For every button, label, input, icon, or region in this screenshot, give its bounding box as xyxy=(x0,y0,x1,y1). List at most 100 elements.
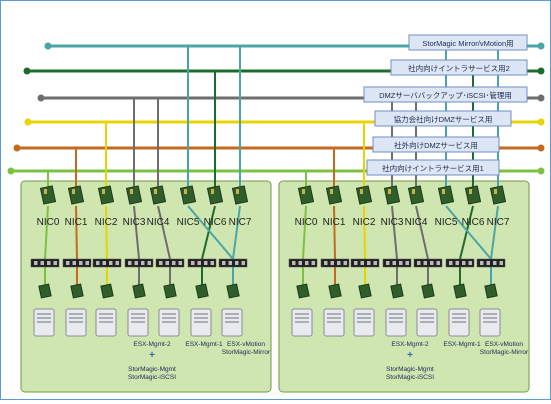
switch-port xyxy=(423,261,427,265)
nic-label: NIC2 xyxy=(353,217,376,228)
network-bus-endpoint xyxy=(537,144,545,152)
nic-switch-wire xyxy=(459,205,474,260)
nic-switch-wire xyxy=(187,205,234,260)
network-bus-endpoint xyxy=(537,94,545,102)
server-slot xyxy=(162,313,176,315)
network-label: 社内向けイントラサービス用2 xyxy=(408,63,510,73)
switch-port xyxy=(367,261,371,265)
nic-switch-wire xyxy=(75,205,78,260)
virtual-switch xyxy=(30,258,60,268)
network-label: DMZサーババックアップ･iSCSI･管理用 xyxy=(379,90,512,100)
switch-port xyxy=(79,261,83,265)
nic-label: NIC1 xyxy=(65,217,88,228)
virtual-switch xyxy=(288,258,318,268)
nic-label: NIC7 xyxy=(229,217,252,228)
nic-card xyxy=(297,185,315,205)
nic-chip xyxy=(211,189,214,194)
switch-port xyxy=(354,261,358,265)
nic-label: NIC0 xyxy=(37,217,60,228)
vnic-card xyxy=(38,283,52,299)
switch-port xyxy=(222,261,226,265)
vm-label-vmotion: ESX-vMotion xyxy=(227,341,265,348)
switch-port xyxy=(128,261,132,265)
switch-port xyxy=(134,261,138,265)
server-slot xyxy=(357,321,371,323)
nic-chip xyxy=(72,189,75,194)
switch-port xyxy=(386,261,390,265)
nic-switch-wire xyxy=(363,205,366,260)
server-slot xyxy=(37,321,51,323)
server-slot xyxy=(357,317,371,319)
switch-port xyxy=(85,261,89,265)
nic-switch-wire xyxy=(445,205,492,260)
network-label-box xyxy=(372,136,500,153)
server-slot xyxy=(357,313,371,315)
server-slot xyxy=(131,321,145,323)
server-slot xyxy=(483,313,497,315)
switch-port xyxy=(462,261,466,265)
network-bus-endpoint xyxy=(37,94,45,102)
nic-card xyxy=(206,185,224,205)
nic-chip xyxy=(330,189,333,194)
vnic-card xyxy=(453,283,467,299)
vnic-card xyxy=(328,283,342,299)
vnic-card xyxy=(421,283,435,299)
switch-port xyxy=(47,261,51,265)
vm-label-mgmt1: ESX-Mgmt-1 xyxy=(443,341,481,348)
network-bus-endpoint xyxy=(537,167,545,175)
virtual-switch xyxy=(124,258,154,268)
nic-chip xyxy=(102,189,105,194)
nic-switch-wire xyxy=(232,205,241,260)
server-slot xyxy=(295,317,309,319)
switch-port xyxy=(360,261,364,265)
switch-port xyxy=(486,261,490,265)
nic-switch-wire xyxy=(105,205,108,260)
server-slot xyxy=(225,321,239,323)
nic-card xyxy=(489,185,507,205)
server-slot xyxy=(37,317,51,319)
nic-card xyxy=(149,185,167,205)
vnic-card xyxy=(163,283,177,299)
switch-port xyxy=(96,261,100,265)
network-label-box xyxy=(408,34,528,51)
nic-card xyxy=(464,185,482,205)
server-slot xyxy=(327,313,341,315)
vnic-card xyxy=(132,283,146,299)
vm-label-mgmt1: ESX-Mgmt-1 xyxy=(185,341,223,348)
vm-label-stormagic-iscsi: StorMagic-iSCSI xyxy=(128,374,176,381)
switch-port xyxy=(405,261,409,265)
nic-chip xyxy=(130,189,133,194)
switch-port xyxy=(337,261,341,265)
network-bus-endpoint xyxy=(24,118,32,126)
nic-label: NIC1 xyxy=(323,217,346,228)
vm-label-mirror: StorMagic-Mirror xyxy=(222,349,271,356)
nic-card xyxy=(179,185,197,205)
switch-port xyxy=(141,261,145,265)
switch-port xyxy=(172,261,176,265)
server-slot xyxy=(194,321,208,323)
server-slot xyxy=(327,317,341,319)
server-slot xyxy=(194,317,208,319)
server-slot xyxy=(162,321,176,323)
nic-card xyxy=(39,185,57,205)
vnic-card xyxy=(70,283,84,299)
switch-port xyxy=(480,261,484,265)
nic-card xyxy=(67,185,85,205)
switch-port xyxy=(147,261,151,265)
switch-port xyxy=(197,261,201,265)
nic-card xyxy=(97,185,115,205)
switch-port xyxy=(417,261,421,265)
nic-card xyxy=(407,185,425,205)
network-bus-endpoint xyxy=(7,167,15,175)
nic-card xyxy=(125,185,143,205)
vnic-card xyxy=(226,283,240,299)
nic-label: NIC3 xyxy=(123,217,146,228)
nic-label: NIC6 xyxy=(462,217,485,228)
network-label-box xyxy=(374,110,512,127)
server-slot xyxy=(327,321,341,323)
nic-chip xyxy=(412,189,415,194)
nic-label: NIC6 xyxy=(204,217,227,228)
network-label: StorMagic Mirror/vMotion用 xyxy=(422,39,513,48)
network-label: 社外向けDMZサービス用 xyxy=(394,140,478,150)
